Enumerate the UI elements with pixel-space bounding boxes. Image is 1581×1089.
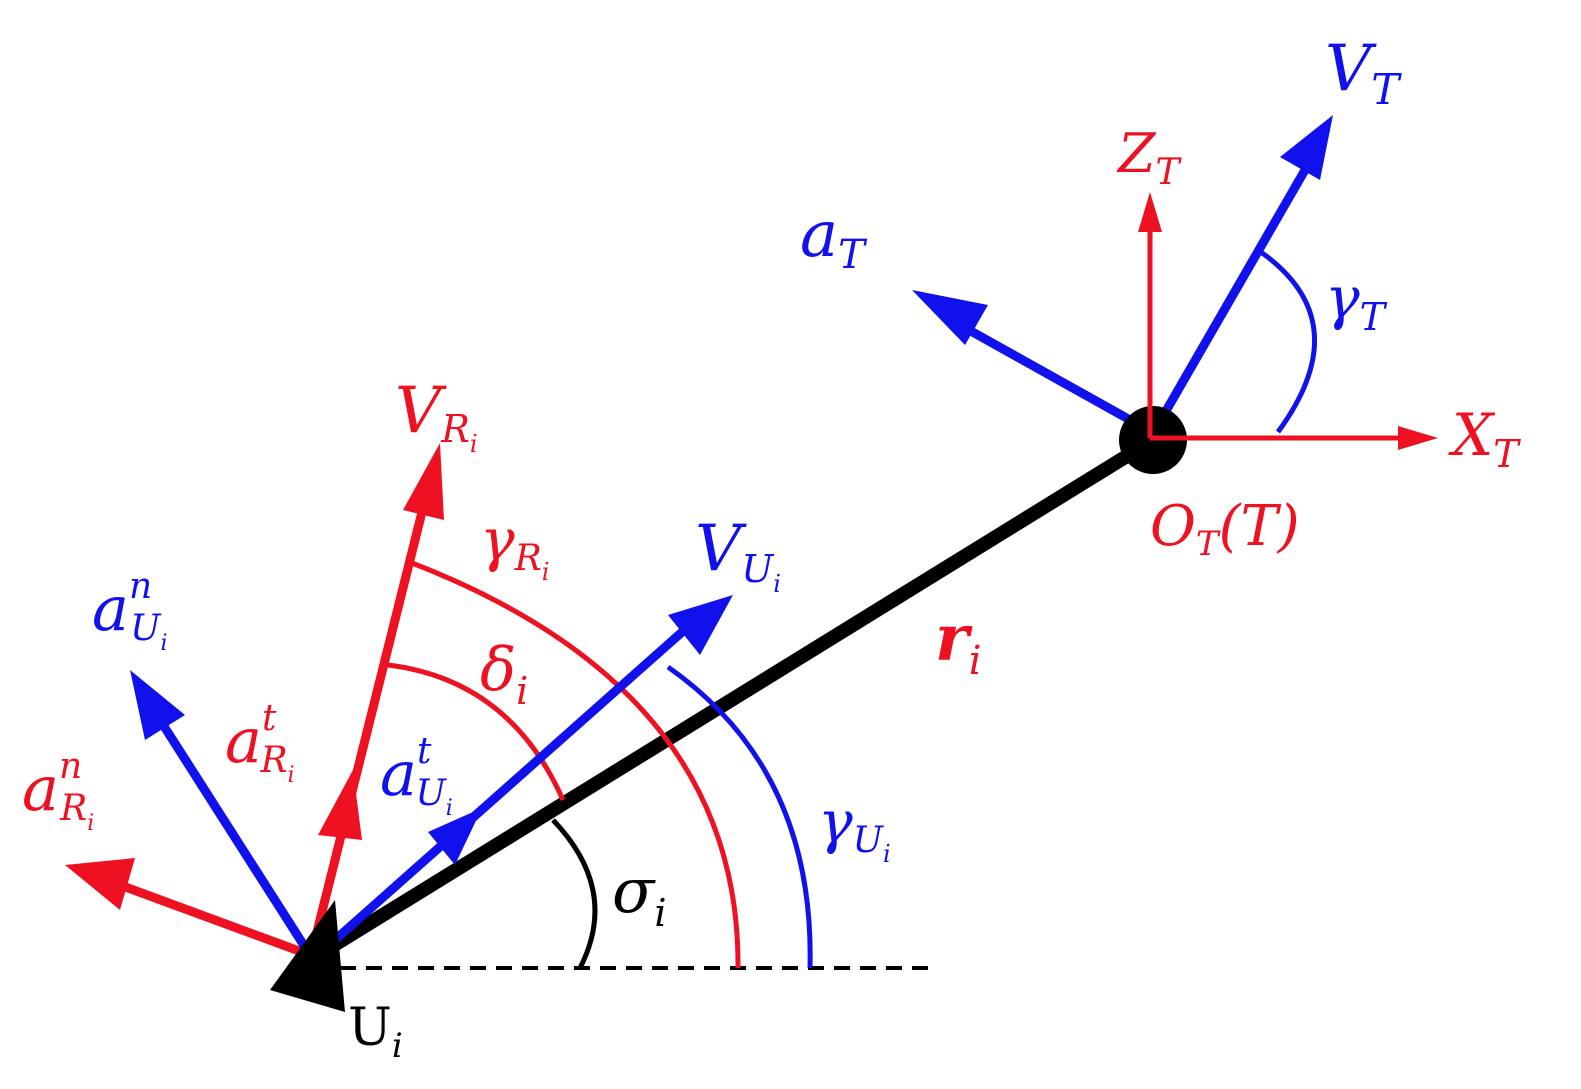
line-of-sight xyxy=(314,437,1152,961)
label-x-t: XT xyxy=(1448,401,1521,476)
sigma-arc xyxy=(551,818,598,970)
label-sigma-i: σi xyxy=(612,854,666,935)
v-r-arrow-head xyxy=(403,443,444,520)
label-v-r: VRi xyxy=(395,374,478,458)
a-t-arrow-shaft xyxy=(957,321,1151,434)
u-i-marker xyxy=(270,900,345,1012)
a-un-arrow-head xyxy=(130,670,185,740)
gamma-t-arc xyxy=(1256,247,1318,434)
gamma-u-arc xyxy=(666,664,813,969)
label-r-i: ri xyxy=(935,601,982,684)
label-gamma-t: γT xyxy=(1325,264,1388,339)
v-t-arrow-head xyxy=(1280,115,1333,180)
x-t-axis-head xyxy=(1398,426,1438,450)
label-z-t: ZT xyxy=(1116,122,1183,193)
a-un-arrow-shaft xyxy=(156,717,314,958)
a-rn-arrow-shaft xyxy=(118,880,312,960)
v-u-arrow-shaft xyxy=(315,621,693,959)
label-gamma-u: γUi xyxy=(818,788,891,868)
label-o-t: OT(T) xyxy=(1150,494,1300,564)
label-a-t: aT xyxy=(800,198,868,278)
delta-arc xyxy=(387,662,566,802)
a-rt-arrow-head xyxy=(318,770,362,840)
a-rn-arrow-head xyxy=(65,858,135,910)
label-v-u: VUi xyxy=(695,512,781,598)
v-r-arrow-shaft xyxy=(305,498,430,962)
gamma-r-arc xyxy=(411,560,741,969)
label-v-t: VT xyxy=(1325,32,1402,114)
label-gamma-r: γRi xyxy=(480,506,549,586)
v-u-arrow-head xyxy=(668,595,733,655)
z-t-axis-head xyxy=(1138,192,1162,232)
a-ut-arrow-head xyxy=(428,808,482,865)
a-t-arrow-head xyxy=(912,290,988,345)
label-delta-i: δi xyxy=(480,635,528,713)
v-t-arrow-shaft xyxy=(1151,167,1309,433)
label-u-i: Ui xyxy=(348,998,403,1066)
